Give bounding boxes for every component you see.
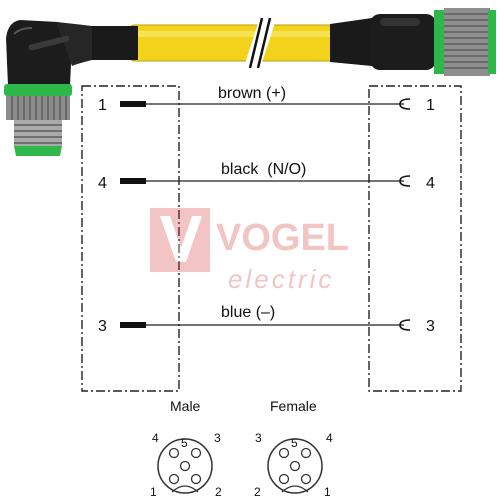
pin-left-4: 4	[98, 175, 107, 192]
wire-row-brown: 1 brown (+) 1	[98, 85, 435, 114]
female-pinout-face: 3 5 4 2 1	[254, 431, 333, 499]
female-pin-4	[300, 447, 312, 459]
pin-right-3: 3	[426, 318, 435, 335]
male-pin-num-5: 5	[181, 436, 188, 450]
wire-label-blue: blue (–)	[221, 304, 275, 321]
male-pin-contact	[120, 178, 146, 184]
vogel-logo-icon	[150, 208, 210, 272]
female-pin-3	[278, 447, 290, 459]
female-label: Female	[270, 398, 317, 414]
male-pinout-face: 4 5 3 1 2	[150, 431, 222, 499]
female-socket-contact	[399, 175, 411, 187]
male-pin-contact	[120, 322, 146, 328]
watermark-sub: electric	[228, 264, 334, 294]
female-pin-num-1: 1	[324, 485, 331, 499]
male-pin-2	[190, 473, 202, 485]
cable-break-icon	[243, 12, 277, 74]
female-pin-num-3: 3	[255, 431, 262, 445]
wire-row-black: 4 black (N/O) 4	[98, 161, 435, 192]
female-pin-1	[300, 473, 312, 485]
right-connector-frame	[368, 85, 462, 392]
left-connector-frame	[81, 85, 180, 392]
female-pin-2	[278, 473, 290, 485]
male-pin-num-2: 2	[215, 485, 222, 499]
female-pin-num-4: 4	[326, 431, 333, 445]
pin-left-3: 3	[98, 318, 107, 335]
male-pin-contact	[120, 101, 146, 107]
wire-label-black: black (N/O)	[221, 161, 306, 178]
wire-row-blue: 3 blue (–) 3	[98, 304, 435, 335]
pin-right-4: 4	[426, 175, 435, 192]
male-pin-5	[179, 460, 191, 472]
male-pin-num-3: 3	[214, 431, 221, 445]
female-pin-num-2: 2	[254, 485, 261, 499]
female-pin-num-5: 5	[291, 436, 298, 450]
male-pin-4	[168, 447, 180, 459]
male-label: Male	[170, 398, 201, 414]
watermark-brand: VOGEL	[216, 217, 349, 259]
yellow-cable	[129, 24, 341, 62]
male-pin-1	[168, 473, 180, 485]
female-straight-connector	[330, 8, 496, 76]
pin-right-1: 1	[426, 97, 435, 114]
cable-assembly	[4, 8, 496, 156]
female-socket-contact	[399, 98, 411, 110]
male-angled-connector	[4, 20, 138, 156]
pin-left-1: 1	[98, 97, 107, 114]
male-pin-num-4: 4	[152, 431, 159, 445]
female-pin-5	[289, 460, 301, 472]
male-pin-num-1: 1	[150, 485, 157, 499]
female-socket-contact	[399, 319, 411, 331]
male-pin-3	[190, 447, 202, 459]
wire-label-brown: brown (+)	[218, 85, 286, 102]
vogel-watermark: VOGEL electric	[150, 208, 349, 294]
